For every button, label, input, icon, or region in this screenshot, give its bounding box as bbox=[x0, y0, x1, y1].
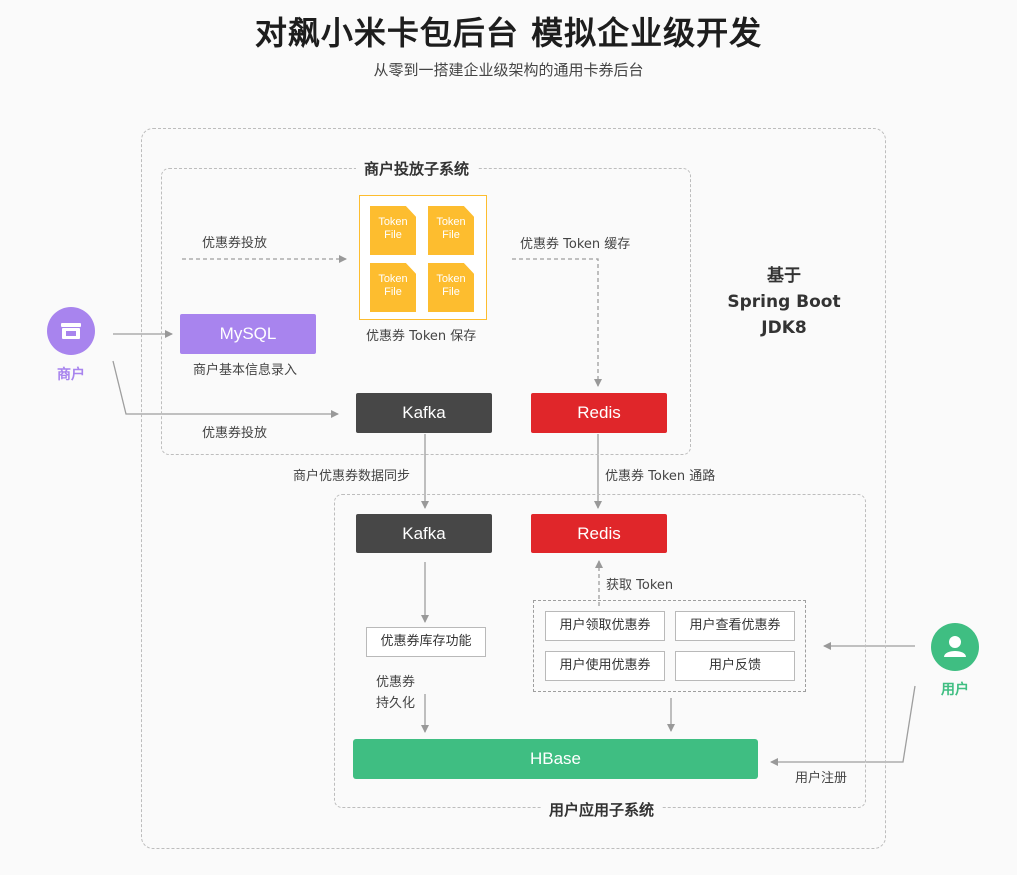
function-feedback: 用户反馈 bbox=[675, 651, 795, 681]
coupon-issue-label-top: 优惠券投放 bbox=[202, 236, 268, 251]
function-claim-coupon: 用户领取优惠券 bbox=[545, 611, 665, 641]
user-avatar bbox=[931, 623, 979, 671]
user-redis-block: Redis bbox=[531, 514, 667, 553]
sync-label: 商户优惠券数据同步 bbox=[293, 469, 411, 484]
user-subsystem-label: 用户应用子系统 bbox=[541, 799, 663, 820]
merchant-redis-block: Redis bbox=[531, 393, 667, 433]
platform-container bbox=[141, 128, 886, 849]
platform-line2: Spring Boot bbox=[727, 292, 841, 312]
page-subtitle: 从零到一搭建企业级架构的通用卡券后台 bbox=[373, 61, 644, 79]
merchant-kafka-block: Kafka bbox=[356, 393, 492, 433]
token-channel-label: 优惠券 Token 通路 bbox=[605, 469, 716, 484]
merchant-label: 商户 bbox=[57, 367, 85, 383]
platform-line1: 基于 bbox=[767, 266, 801, 286]
user-label: 用户 bbox=[941, 682, 969, 698]
page-title: 对飙小米卡包后台 模拟企业级开发 bbox=[254, 14, 763, 52]
person-icon bbox=[944, 636, 966, 657]
arrow-token-to-redis bbox=[512, 258, 602, 387]
merchant-subsystem-label: 商户投放子系统 bbox=[356, 158, 478, 179]
get-token-label: 获取 Token bbox=[606, 578, 674, 593]
user-register-label: 用户注册 bbox=[795, 771, 848, 786]
arrow-merchant-to-kafka bbox=[112, 360, 339, 418]
user-kafka-block: Kafka bbox=[356, 514, 492, 553]
platform-line3: JDK8 bbox=[761, 318, 807, 338]
user-functions-group bbox=[533, 600, 806, 692]
hbase-block: HBase bbox=[353, 739, 758, 779]
token-cache-label: 优惠券 Token 缓存 bbox=[520, 237, 631, 252]
coupon-issue-label-bottom: 优惠券投放 bbox=[202, 426, 268, 441]
mysql-caption: 商户基本信息录入 bbox=[193, 363, 298, 378]
inventory-function: 优惠券库存功能 bbox=[366, 627, 486, 657]
merchant-avatar bbox=[47, 307, 95, 355]
function-view-coupon: 用户查看优惠券 bbox=[675, 611, 795, 641]
token-save-label: 优惠券 Token 保存 bbox=[366, 329, 477, 344]
persist-label: 优惠券 持久化 bbox=[376, 675, 416, 711]
platform-info: 基于 Spring Boot JDK8 bbox=[716, 263, 852, 341]
mysql-block: MySQL bbox=[180, 314, 316, 354]
arrow-user-register bbox=[770, 685, 916, 766]
function-use-coupon: 用户使用优惠券 bbox=[545, 651, 665, 681]
store-icon bbox=[61, 323, 81, 339]
